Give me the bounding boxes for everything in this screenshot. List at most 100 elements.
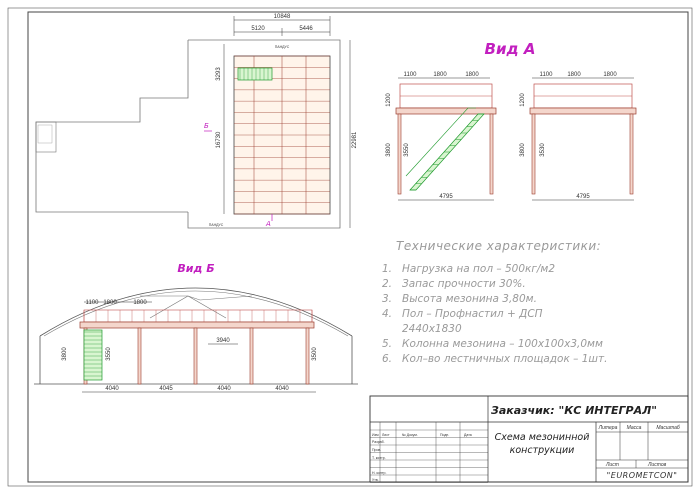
vb-dim-top-2: 1800 [103, 300, 117, 306]
va-left-dim-rail: 1200 [386, 93, 392, 107]
spec-item-text: Высота мезонина 3,80м. [402, 293, 537, 305]
tb-rows [370, 429, 488, 483]
va-right-dim-rail: 1200 [520, 93, 526, 107]
va-left-deck [395, 107, 497, 115]
tb-row-izm: Изм [372, 433, 379, 437]
plan-mark-b: Б [204, 122, 209, 130]
tb-sheet: Лист [605, 462, 619, 468]
plan-label-top: ПАНДУС [275, 45, 290, 49]
vb-column [305, 327, 310, 385]
tb-sheets: Листов [647, 462, 667, 468]
va-right-dim-2: 1800 [567, 72, 581, 78]
plan-dim-upper: 3293 [216, 67, 222, 81]
tb-row-prov: Пров. [372, 448, 381, 452]
vb-dim-bottom-3: 4040 [217, 386, 231, 392]
inner-frame [27, 11, 689, 483]
spec-item-number: 4. [382, 308, 392, 320]
vb-deck [79, 321, 315, 329]
vb-stair-steps [84, 331, 102, 377]
va-right-dim-height: 3800 [520, 143, 526, 157]
vb-column [137, 327, 142, 385]
tb-customer: Заказчик: "КС ИНТЕГРАЛ" [491, 404, 657, 417]
tb-row-podp: Подп. [440, 433, 449, 437]
view-a-title: Вид А [485, 40, 536, 58]
vb-dim-mid: 3940 [216, 338, 230, 344]
va-right-dim-stair: 3530 [540, 143, 546, 157]
outer-frame [7, 7, 693, 487]
vb-railing-posts [83, 310, 313, 322]
spec-item-number: 1. [382, 263, 392, 275]
va-left-dim-height: 3800 [386, 143, 392, 157]
specs-list: 1.Нагрузка на пол – 500кг/м22.Запас проч… [382, 263, 607, 365]
va-left-dim-stair: 3550 [404, 143, 410, 157]
small-room [35, 121, 57, 153]
va-right-dim-bottom: 4795 [576, 194, 590, 200]
tb-row-date: Дата [464, 433, 472, 437]
plan-mark-a: А [265, 220, 271, 228]
va-left-dim-2: 1800 [433, 72, 447, 78]
vb-roof-outer [39, 287, 353, 337]
spec-item-number: 6. [382, 353, 392, 365]
building-outline-left [35, 40, 189, 213]
plan-stair-steps [239, 68, 269, 80]
plan-stair [237, 67, 273, 81]
vb-dim-right: 3500 [312, 347, 318, 361]
tb-row-list: Лист [382, 433, 390, 437]
va-left-dim-bottom: 4795 [439, 194, 453, 200]
spec-item-text: Колонна мезонина – 100х100х3,0мм [402, 338, 603, 350]
tb-col-lit: Литера [598, 425, 618, 431]
vb-dim-bottom-1: 4040 [105, 386, 119, 392]
tb-row-nkontr: Н. контр. [372, 471, 386, 475]
va-right-deck [529, 107, 637, 115]
tb-drawing-title-2: конструкции [510, 445, 575, 456]
vb-railing [83, 309, 313, 323]
view-a-right: 1100 1800 1800 1200 3800 3530 4795 [520, 72, 637, 201]
spec-item-number: 3. [382, 293, 392, 305]
small-room-inner [37, 124, 53, 144]
spec-item-text: Запас прочности 30%. [402, 278, 526, 290]
vb-dim-top-3: 1800 [133, 300, 147, 306]
vb-column [193, 327, 198, 385]
plan-view: 10848 5120 5446 ПАНДУС ПАНДУС 3293 16730… [35, 14, 358, 229]
va-left-dim-1: 1100 [404, 72, 418, 78]
tb-row-razrab: Разраб. [372, 440, 385, 444]
vb-stair [83, 329, 103, 381]
vb-column [249, 327, 254, 385]
view-b-title: Вид Б [177, 262, 214, 275]
specs-block: Технические характеристики: 1. Нагрузка н… [382, 239, 607, 365]
tb-col-scale: Масштаб [656, 425, 680, 431]
va-right-column-1 [531, 113, 536, 195]
spec-item-text: Кол–во лестничных площадок – 1шт. [402, 353, 607, 365]
plan-label-bottom: ПАНДУС [209, 223, 224, 227]
plan-dim-main: 16730 [216, 131, 222, 148]
plan-dim-right: 5446 [299, 26, 313, 32]
vb-dim-height: 3800 [62, 347, 68, 361]
va-right-column-2 [629, 113, 634, 195]
tb-row-tkontr: Т. контр. [372, 456, 386, 460]
va-left-stair-steps [410, 113, 484, 191]
spec-item-text: Пол – Профнастил + ДСП [402, 308, 543, 320]
specs-heading: Технические характеристики: [396, 239, 601, 253]
vb-columns [83, 327, 310, 385]
va-left-column-2 [489, 113, 494, 195]
title-block: Заказчик: "КС ИНТЕГРАЛ" Схема мезонинной… [369, 395, 689, 483]
va-right-dim-3: 1800 [603, 72, 617, 78]
tb-frame [369, 395, 689, 483]
view-b: 1100 1800 1800 3800 3550 3500 3940 4040 … [34, 287, 358, 393]
spec-item-number: 5. [382, 338, 392, 350]
spec-item-text: Нагрузка на пол – 500кг/м2 [402, 263, 555, 275]
building-outline-right [187, 39, 341, 229]
spec-item-text: 2440х1830 [402, 323, 462, 335]
tb-row-doc: № Докум. [402, 433, 418, 437]
tb-drawing-title-1: Схема мезонинной [495, 432, 590, 443]
va-left-stair-rail [405, 107, 476, 177]
tb-row-utv: Утв. [372, 478, 379, 482]
plan-dim-total: 10848 [274, 14, 291, 20]
va-left-dim-3: 1800 [465, 72, 479, 78]
vb-truss-web [149, 295, 227, 319]
vb-dim-stair: 3550 [106, 347, 112, 361]
view-a-left: 1100 1800 1800 1200 3800 3550 4795 [386, 72, 497, 201]
vb-dim-bottom-4: 4040 [275, 386, 289, 392]
